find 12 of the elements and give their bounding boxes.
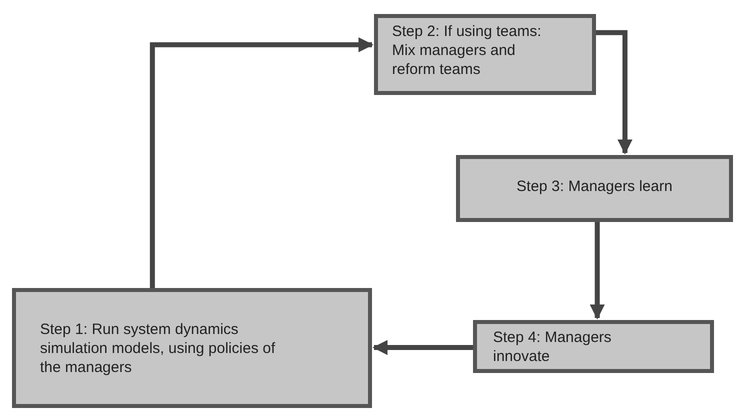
process-box — [12, 288, 372, 408]
process-box — [456, 155, 733, 222]
arrow — [150, 37, 374, 288]
arrow — [596, 30, 632, 154]
step-text: Step 2: If using teams: Mix managers and reform teams — [392, 22, 542, 79]
step-text: Step 1: Run system dynamics simulation models, using policies of the managers — [40, 320, 276, 377]
arrow — [372, 340, 473, 356]
process-box — [374, 14, 596, 95]
step-text: Step 4: Managers innovate — [493, 328, 612, 366]
arrow — [590, 222, 605, 320]
step-text: Step 3: Managers learn — [516, 177, 674, 196]
process-box — [473, 320, 714, 373]
